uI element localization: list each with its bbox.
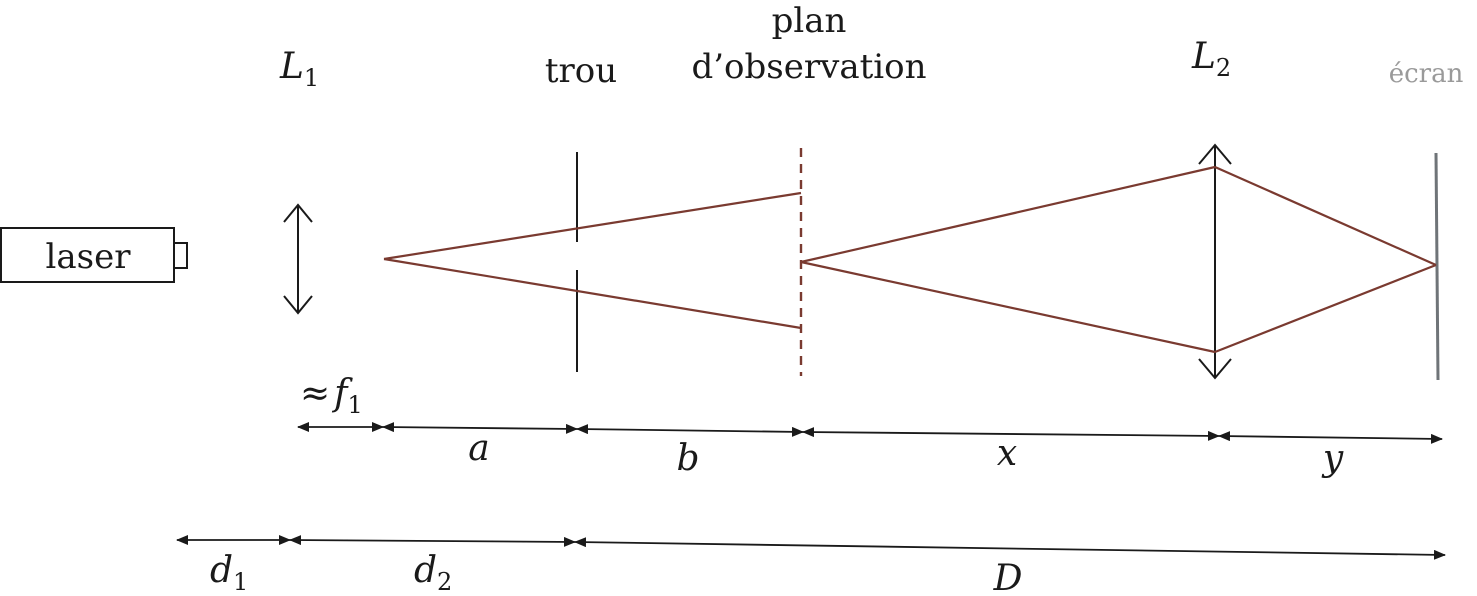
dim-a-label: a bbox=[468, 428, 489, 469]
lens-l1-top-arrowhead bbox=[283, 203, 313, 223]
dim-b-arrow bbox=[576, 424, 804, 437]
lens-l1 bbox=[283, 203, 313, 315]
laser-nozzle bbox=[173, 242, 188, 269]
dim-y-arrow bbox=[1218, 431, 1443, 444]
light-beams bbox=[383, 165, 1437, 354]
lens-l2-label: L2 bbox=[1191, 36, 1231, 82]
dim-d2-label: d2 bbox=[414, 550, 452, 596]
beam-upper-to-l2 bbox=[800, 165, 1216, 264]
observation-label-line1: plan bbox=[772, 1, 847, 41]
observation-label-line2: d’observation bbox=[691, 47, 926, 87]
dimension-row-lower bbox=[176, 535, 1446, 560]
dim-a-arrow bbox=[382, 422, 578, 434]
dim-d2-arrow bbox=[289, 535, 576, 547]
screen bbox=[1434, 152, 1440, 381]
laser-label: laser bbox=[46, 237, 132, 277]
dim-D-label: D bbox=[993, 558, 1023, 596]
dim-D-arrow bbox=[574, 537, 1446, 560]
laser-source: laser bbox=[0, 227, 188, 283]
beam-upper-to-observation bbox=[383, 191, 802, 261]
dim-y-label: y bbox=[1321, 438, 1344, 479]
lens-l2-top-arrowhead bbox=[1198, 143, 1232, 165]
dim-x-arrow bbox=[802, 427, 1220, 441]
dim-d1-label: d1 bbox=[210, 550, 248, 596]
lens-l2-bottom-arrowhead bbox=[1198, 358, 1232, 380]
screen-label: écran bbox=[1389, 59, 1464, 89]
dim-x-label: x bbox=[997, 433, 1017, 474]
laser-body bbox=[0, 227, 175, 283]
lens-l1-label: L1 bbox=[279, 46, 319, 92]
beam-lower-to-observation bbox=[383, 257, 802, 330]
lens-l1-bottom-arrowhead bbox=[283, 295, 313, 315]
lens-l2 bbox=[1198, 143, 1232, 380]
pinhole-label: trou bbox=[545, 51, 617, 91]
beam-lower-to-l2 bbox=[800, 260, 1216, 354]
beam-upper-to-screen bbox=[1214, 165, 1437, 267]
dim-b-label: b bbox=[676, 438, 699, 479]
beam-lower-to-screen bbox=[1214, 263, 1437, 354]
dim-f1-label: ≈f1 bbox=[300, 373, 363, 419]
dimension-row-upper bbox=[297, 422, 1443, 444]
